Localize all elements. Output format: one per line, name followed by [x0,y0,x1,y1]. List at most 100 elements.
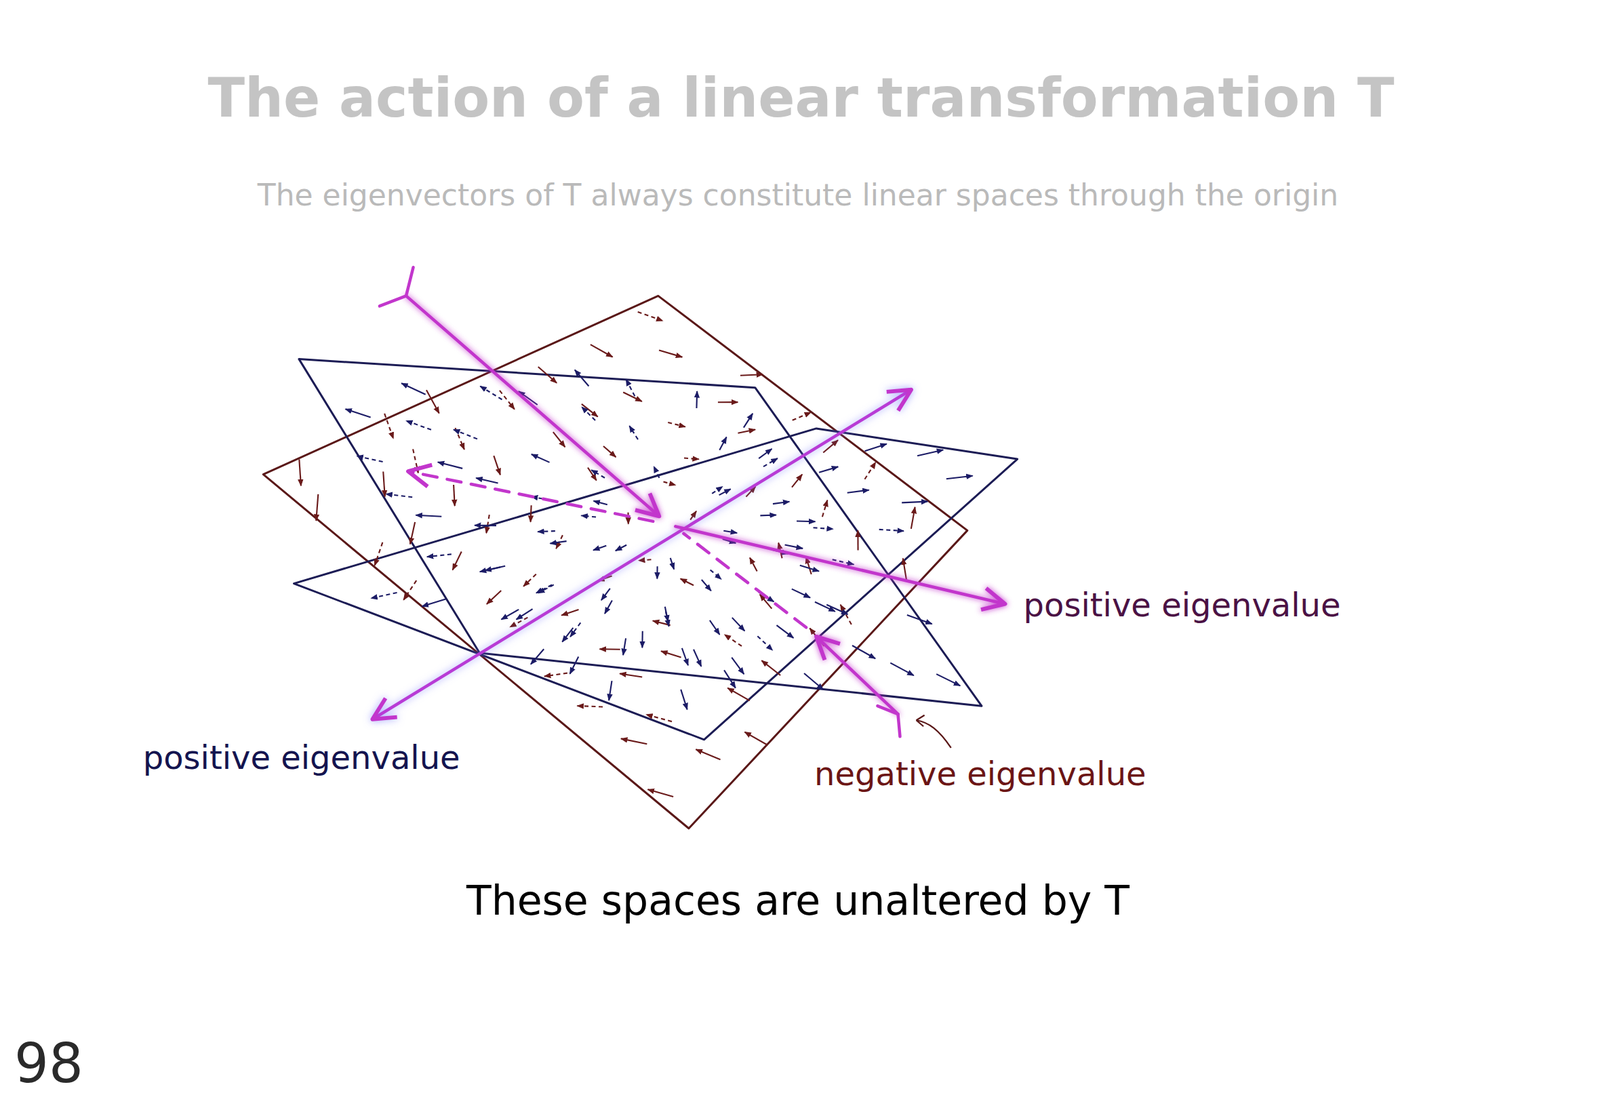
eigenvector-lines [372,267,1005,737]
field-arrow [791,589,811,598]
field-arrow [847,490,870,493]
arrow-tail [379,267,414,306]
field-arrow [724,634,742,647]
field-arrow [370,592,397,598]
field-arrow [890,663,914,676]
navy-plane [293,428,1017,740]
field-arrow [608,680,612,701]
field-arrow [785,545,803,549]
field-arrow [486,590,502,605]
field-arrow [570,656,579,674]
field-arrow [903,558,907,582]
page-number: 98 [14,1032,84,1095]
field-arrow [667,422,686,427]
title: The action of a linear transformation T [207,67,1394,130]
field-arrow [727,688,750,702]
field-arrow [684,458,699,460]
field-arrow [629,425,638,440]
field-arrow [709,620,720,635]
field-arrow [901,501,928,504]
field-arrow [776,625,794,638]
field-arrow [493,455,501,475]
field-arrow [627,512,629,525]
field-arrow [907,614,933,624]
field-arrow [401,383,426,394]
field-arrow [792,412,811,421]
field-arrow [800,565,819,572]
eigen-label: positive eigenvalue [143,738,461,777]
field-arrow [601,588,611,600]
field-arrow [695,391,698,409]
field-arrow [599,648,620,651]
field-arrow [946,475,973,480]
field-arrow [406,421,432,430]
field-arrow [356,456,383,462]
field-arrow [427,553,452,557]
field-arrow [804,673,824,690]
field-arrow [515,608,533,619]
field-arrow [590,344,613,357]
field-arrow [796,520,815,523]
field-arrow [480,386,502,400]
field-arrow [665,606,668,622]
field-arrow [647,789,674,797]
field-arrow [723,530,737,533]
field-arrow [625,379,635,397]
field-arrow [315,494,318,521]
arrow-tail [877,705,900,737]
field-arrow [385,494,413,498]
field-arrow [501,609,519,620]
field-arrow [879,529,904,531]
field-arrow [763,458,778,467]
field-arrow [646,714,672,722]
field-arrow [421,599,446,607]
field-arrow [410,522,415,545]
field-arrow [621,738,647,744]
field-arrow [536,584,552,593]
field-arrow [865,444,887,452]
field-arrow [740,374,763,375]
field-arrow [415,515,442,517]
field-arrow [856,530,859,551]
field-arrow [453,484,455,506]
field-arrow [549,541,567,544]
field-arrow [576,705,603,707]
field-arrow [298,458,302,486]
field-arrow [437,462,463,469]
field-arrow [486,514,489,533]
field-arrow [732,617,746,632]
field-arrow [693,649,702,667]
field-arrow [480,566,501,572]
eigen-line [816,636,898,714]
field-arrow [581,515,596,517]
field-arrow [761,660,781,676]
field-arrow [623,637,626,655]
field-arrow [426,389,440,413]
field-arrow [581,406,596,421]
field-arrow [403,580,417,600]
field-arrow [638,559,652,560]
field-arrow [499,390,515,410]
field-arrow [826,604,848,615]
field-arrow [911,507,916,529]
field-arrow [384,413,394,439]
field-arrow [530,648,544,664]
field-arrow [453,429,478,440]
field-arrow [538,366,557,384]
field-arrow [561,609,579,615]
eigen-label: positive eigenvalue [1023,586,1342,624]
field-arrow [531,454,550,463]
field-arrow [711,486,723,494]
field-arrow [663,481,676,485]
field-arrow [743,413,753,428]
field-arrow [813,527,834,529]
eigen-label: negative eigenvalue [814,755,1147,793]
field-arrow [772,501,790,504]
field-arrow [656,566,658,579]
field-arrow [570,622,581,637]
subtitle: The eigenvectors of T always constitute … [257,178,1339,213]
field-arrow [680,689,687,710]
field-arrow [637,311,664,321]
field-arrow [864,462,876,480]
